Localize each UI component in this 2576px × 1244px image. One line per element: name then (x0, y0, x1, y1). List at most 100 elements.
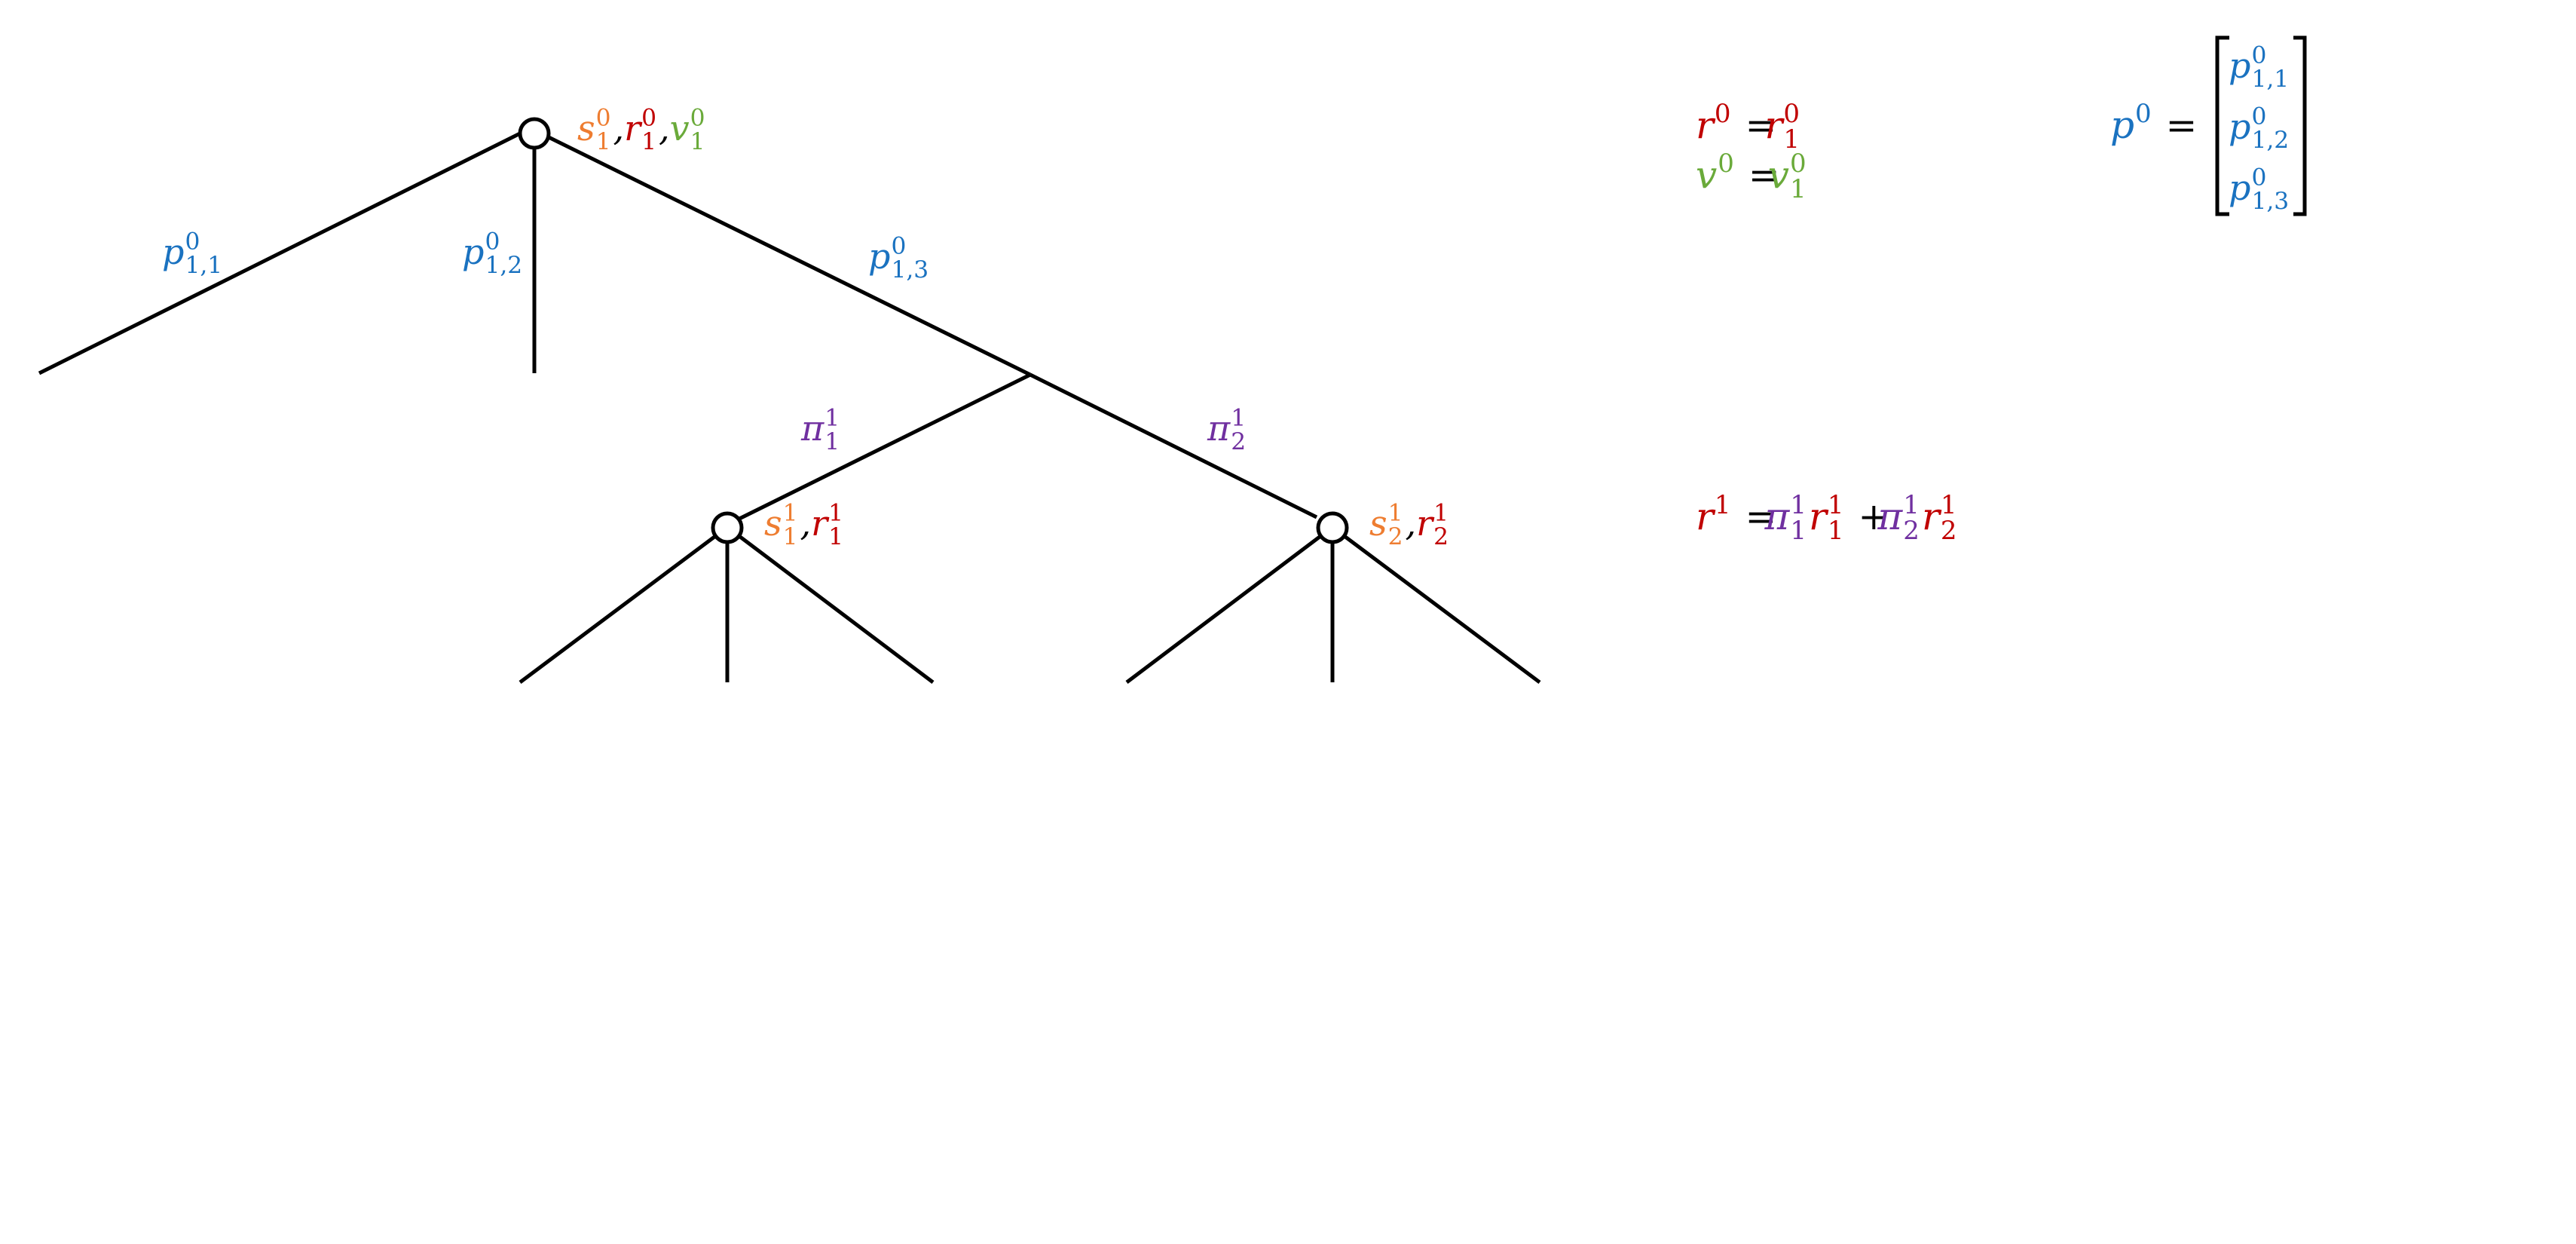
math-symbol: π (1877, 495, 1903, 538)
math-superscript: 1 (1828, 490, 1844, 520)
math-symbol: v (1696, 153, 1717, 197)
math-symbol: p (2110, 103, 2134, 147)
math-superscript: 1 (1388, 500, 1403, 527)
math-subscript: 2 (1388, 523, 1403, 550)
math-subscript: 1 (828, 523, 843, 550)
edge-root-to-leaf-1 (38, 130, 523, 375)
math-superscript: 0 (485, 228, 500, 256)
math-superscript: 1 (825, 405, 840, 432)
math-symbol: p (2229, 45, 2250, 86)
root-node (518, 117, 551, 150)
math-symbol: s (577, 108, 595, 149)
math-symbol: v (670, 108, 690, 149)
math-subscript: 2 (1231, 428, 1246, 455)
math-superscript: 1 (783, 500, 798, 527)
math-superscript: 0 (2251, 103, 2266, 130)
math-superscript: 0 (891, 233, 906, 260)
child-node-1 (711, 511, 744, 544)
math-symbol: r (1416, 503, 1435, 544)
math-symbol: r (1764, 103, 1785, 147)
math-symbol: = (1733, 103, 1789, 147)
math-symbol: r (1922, 495, 1942, 538)
edge-root-to-chance-node (547, 135, 1032, 377)
math-symbol: , (659, 108, 670, 149)
math-superscript: 0 (1715, 99, 1731, 129)
math-superscript: 0 (2251, 42, 2266, 69)
math-superscript: 0 (1783, 99, 1800, 129)
child-node-2 (1316, 511, 1349, 544)
math-superscript: 1 (1903, 490, 1920, 520)
edge-chance-to-child-1 (738, 372, 1032, 521)
edge-chance-to-child-2 (1029, 372, 1318, 519)
math-symbol: r (811, 503, 830, 544)
math-subscript: 2 (1433, 523, 1449, 550)
math-subscript: 1 (825, 428, 840, 455)
edge-child-1-left (519, 535, 716, 685)
math-symbol: p (162, 231, 184, 272)
equation-p0-lhs: p0 = (2110, 99, 2197, 147)
math-symbol: p (462, 231, 484, 272)
math-subscript: 1,2 (2251, 127, 2289, 154)
math-symbol: , (1406, 503, 1417, 544)
math-symbol: r (1696, 495, 1716, 538)
math-symbol: r (1809, 495, 1829, 538)
math-superscript: 0 (2135, 99, 2152, 129)
math-subscript: 1 (1790, 516, 1807, 546)
math-symbol: + (1846, 495, 1902, 538)
left-bracket (2215, 35, 2229, 216)
math-subscript: 1 (1790, 174, 1807, 204)
math-subscript: 1 (596, 128, 611, 155)
right-bracket (2293, 35, 2307, 216)
edge-child-2-left (1125, 535, 1321, 684)
math-symbol: π (800, 408, 825, 449)
math-subscript: 1 (1828, 516, 1844, 546)
math-subscript: 1,1 (2251, 66, 2289, 93)
math-superscript: 1 (828, 500, 843, 527)
math-subscript: 2 (1941, 516, 1957, 546)
math-symbol: = (1733, 495, 1789, 538)
math-superscript: 0 (185, 228, 200, 256)
math-superscript: 0 (641, 105, 656, 132)
math-subscript: 1,3 (891, 256, 929, 283)
math-superscript: 0 (596, 105, 611, 132)
tree-edges (38, 130, 1541, 685)
math-symbol: = (2154, 103, 2198, 147)
math-symbol: π (1207, 408, 1231, 449)
math-superscript: 0 (690, 105, 705, 132)
math-superscript: 1 (1941, 490, 1957, 520)
math-symbol: π (1764, 495, 1790, 538)
math-symbol: = (1736, 153, 1792, 197)
math-superscript: 1 (1790, 490, 1807, 520)
math-subscript: 1 (641, 128, 656, 155)
math-superscript: 1 (1715, 490, 1731, 520)
math-subscript: 1 (1783, 124, 1800, 155)
edge-child-2-right (1344, 535, 1541, 685)
math-superscript: 0 (1718, 149, 1734, 179)
math-symbol: s (764, 503, 782, 544)
math-symbol: p (2229, 106, 2250, 147)
math-subscript: 1,1 (185, 252, 222, 279)
math-superscript: 0 (1790, 149, 1807, 179)
math-symbol: , (800, 503, 812, 544)
math-subscript: 1 (783, 523, 798, 550)
math-symbol: v (1768, 153, 1789, 197)
math-symbol: s (1369, 503, 1387, 544)
math-subscript: 1 (690, 128, 705, 155)
math-subscript: 1,3 (2251, 188, 2289, 215)
math-subscript: 2 (1903, 516, 1920, 546)
math-symbol: r (624, 108, 643, 149)
